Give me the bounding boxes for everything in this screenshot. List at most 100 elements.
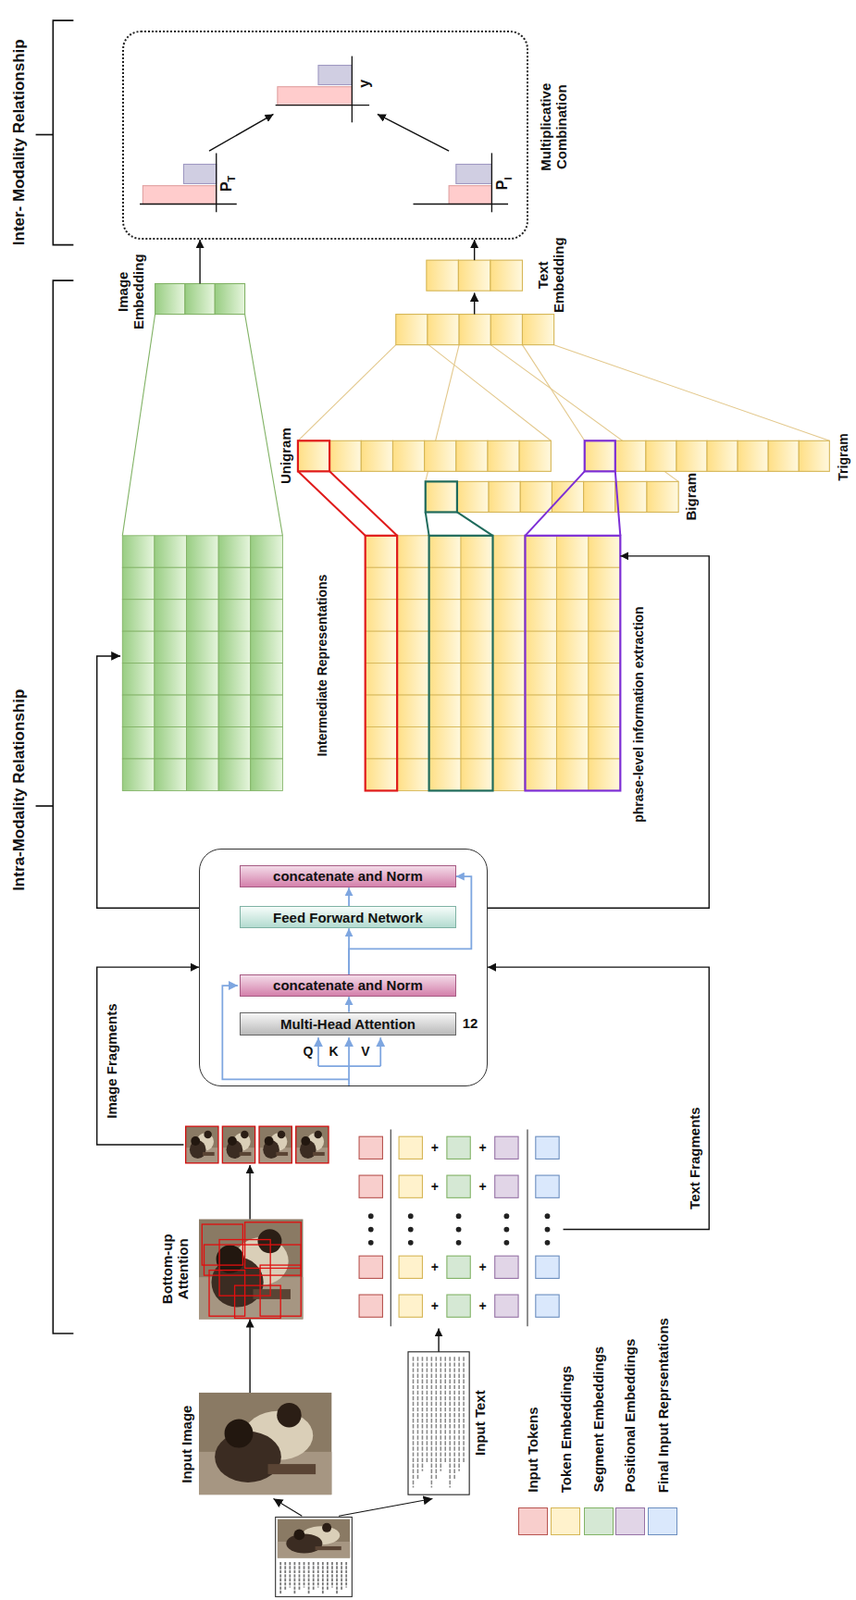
- grid-cell: [396, 535, 429, 568]
- legend-swatch: [550, 1507, 581, 1536]
- grid-cell: [524, 567, 557, 599]
- grid-cell: [493, 535, 525, 568]
- node-label: +: [431, 1298, 439, 1314]
- node-label: Trigram: [835, 433, 851, 481]
- photo-ground: [296, 1126, 329, 1164]
- node-label: Text Embedding: [534, 228, 568, 322]
- arrow-connector: [437, 1327, 439, 1352]
- grid-cell: [365, 694, 397, 727]
- ellipsis-dot: [456, 1240, 462, 1246]
- photo: [186, 1126, 219, 1164]
- highlight: [429, 535, 494, 792]
- grid-cell: [429, 567, 461, 599]
- unigram-bar: Unigram: [297, 440, 551, 472]
- projection-connector: [297, 471, 397, 535]
- ellipsis-dot: [368, 1213, 374, 1219]
- grid-cell: [154, 535, 187, 568]
- attention-input-label: Q: [302, 1043, 313, 1059]
- bottom-up-attention: Bottom-up Attention: [198, 1218, 303, 1319]
- grid-cell: [250, 535, 284, 568]
- ellipsis-dot: [504, 1240, 510, 1246]
- projection-line: [521, 345, 584, 442]
- embedding-square: [495, 1294, 519, 1317]
- grid-cell: [493, 599, 525, 632]
- node-label: concatenate and Norm: [272, 868, 423, 884]
- grid-cell: [250, 758, 284, 791]
- region-box: [209, 1270, 246, 1317]
- grid-cell: [556, 663, 588, 695]
- grid-cell: [396, 727, 429, 759]
- highlight: [365, 535, 397, 792]
- embedding-square: [446, 1175, 471, 1198]
- grid-cell: [186, 631, 220, 663]
- node-label: Image Embedding: [114, 245, 148, 338]
- photo-head: [203, 1130, 211, 1139]
- text-line: [326, 1562, 329, 1591]
- photo: [198, 1392, 332, 1495]
- embedding-square: [359, 1255, 383, 1278]
- bar-cell: [456, 440, 488, 472]
- bracket: [36, 805, 54, 807]
- grid-cell: [365, 599, 397, 632]
- trigram-bar: Trigram: [584, 440, 831, 472]
- photo-ground: [198, 1392, 332, 1495]
- grid-cell: [524, 663, 557, 695]
- photo-ground: [186, 1126, 219, 1164]
- bar-cell: [768, 440, 799, 472]
- bracket: [52, 20, 74, 246]
- grid-cell: [122, 694, 155, 727]
- photo-ground: [198, 1218, 303, 1319]
- grid-cell: [396, 567, 429, 599]
- node-label: +: [478, 1140, 486, 1155]
- grid-cell: [122, 727, 155, 759]
- bar-cell: [583, 481, 616, 512]
- text-line: [317, 1562, 320, 1588]
- highlight: [297, 440, 330, 472]
- photo-head: [257, 1228, 282, 1253]
- grid-cell: [460, 694, 493, 727]
- projection-connector: [425, 511, 494, 535]
- legend-swatch: [518, 1507, 548, 1536]
- text-line: [294, 1562, 297, 1594]
- grid-cell: [122, 758, 155, 791]
- grid-cell: [250, 567, 284, 599]
- grid-cell: [588, 535, 621, 568]
- grid-cell: [186, 535, 220, 568]
- embedding-square: [535, 1255, 559, 1278]
- ellipsis-dot: [368, 1240, 374, 1246]
- grid-cell: [460, 758, 493, 791]
- embedding-square: [446, 1294, 471, 1317]
- norm-box: concatenate and Norm: [239, 865, 457, 888]
- projection-line: [297, 345, 397, 442]
- bar-cell: [615, 440, 646, 472]
- grid-cell: [218, 631, 251, 663]
- embedding-square: [495, 1175, 519, 1198]
- fragment-frame: [186, 1126, 219, 1164]
- grid-cell: [122, 599, 155, 632]
- photo-head: [276, 1402, 301, 1427]
- grid-cell: [493, 758, 525, 791]
- text-line: [426, 1356, 429, 1464]
- grid-cell: [365, 535, 397, 568]
- embedding-square: [398, 1255, 422, 1278]
- grid-cell: [524, 631, 557, 663]
- photo-head: [277, 1130, 286, 1139]
- arrow-connector: [377, 113, 449, 151]
- node-label: Multi-Head Attention: [280, 1016, 416, 1032]
- ellipsis-dot: [456, 1213, 462, 1219]
- transformer-block: Multi-Head Attention concatenate and Norm…: [198, 848, 488, 1087]
- grid-cell: [186, 663, 220, 695]
- arrow-connector: [97, 967, 199, 1145]
- embedding-square: [495, 1136, 519, 1159]
- grid-cell: [154, 567, 187, 599]
- node-label: +: [478, 1178, 486, 1194]
- bar-cell: [490, 314, 522, 346]
- bar-cell: [737, 440, 769, 472]
- grid-cell: [218, 599, 251, 632]
- grid-cell: [556, 727, 588, 759]
- legend-swatch: [583, 1507, 614, 1536]
- grid-cell: [556, 535, 588, 568]
- grid-cell: [588, 727, 621, 759]
- photo-head: [293, 1529, 305, 1541]
- photo-head: [322, 1523, 332, 1533]
